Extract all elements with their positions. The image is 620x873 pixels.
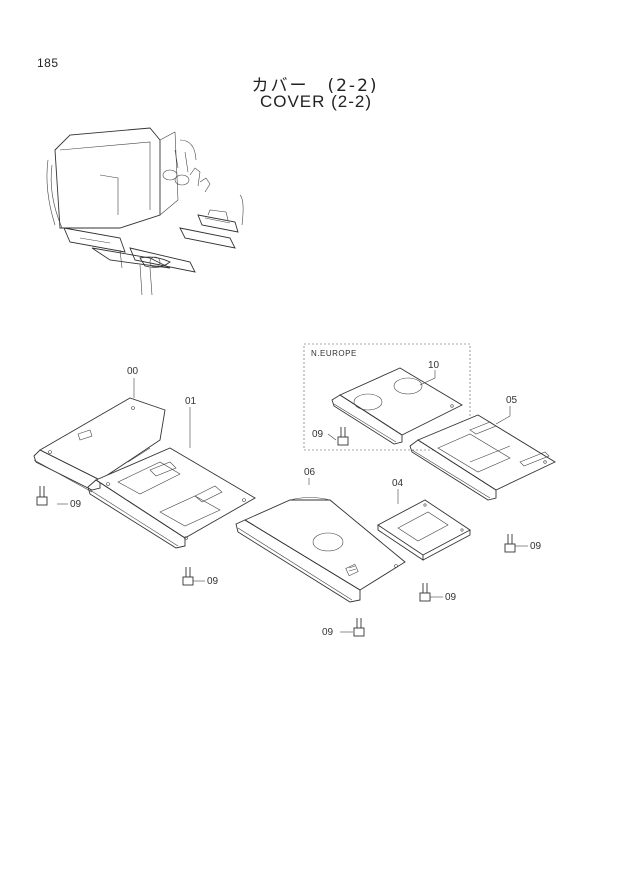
callout-00: 00: [127, 366, 139, 377]
callout-09-f: 09: [312, 429, 324, 440]
cover-part-05: [409, 414, 556, 501]
callout-04: 04: [392, 478, 404, 489]
bolt-09-group: [36, 427, 516, 637]
cover-part-01: [87, 447, 256, 549]
bolt-09-c: [353, 618, 365, 637]
callout-09-e: 09: [530, 541, 542, 552]
bolt-09-a: [36, 486, 48, 506]
bolt-09-d: [419, 583, 431, 602]
cover-part-06: [235, 497, 406, 603]
callout-05: 05: [506, 395, 518, 406]
callout-09-a: 09: [70, 499, 82, 510]
leader-lines: [57, 370, 528, 633]
callout-09-b: 09: [207, 576, 219, 587]
callout-06: 06: [304, 467, 316, 478]
page-number: 185: [37, 56, 59, 70]
cover-part-10: [331, 367, 463, 445]
machine-overview-illustration: [46, 127, 244, 296]
n-europe-region-label: N.EUROPE: [311, 349, 357, 358]
callout-01: 01: [185, 396, 197, 407]
bolt-09-e: [504, 534, 516, 553]
bolt-09-b: [182, 567, 194, 586]
callout-09-d: 09: [445, 592, 457, 603]
page-title-japanese: カバー (2-2): [251, 76, 379, 96]
bolt-09-f: [337, 427, 349, 446]
cover-part-04: [377, 499, 471, 561]
cover-part-00: [33, 397, 166, 493]
page-title-english: COVER (2-2): [259, 92, 373, 111]
callout-09-c: 09: [322, 627, 334, 638]
callout-10: 10: [428, 360, 440, 371]
